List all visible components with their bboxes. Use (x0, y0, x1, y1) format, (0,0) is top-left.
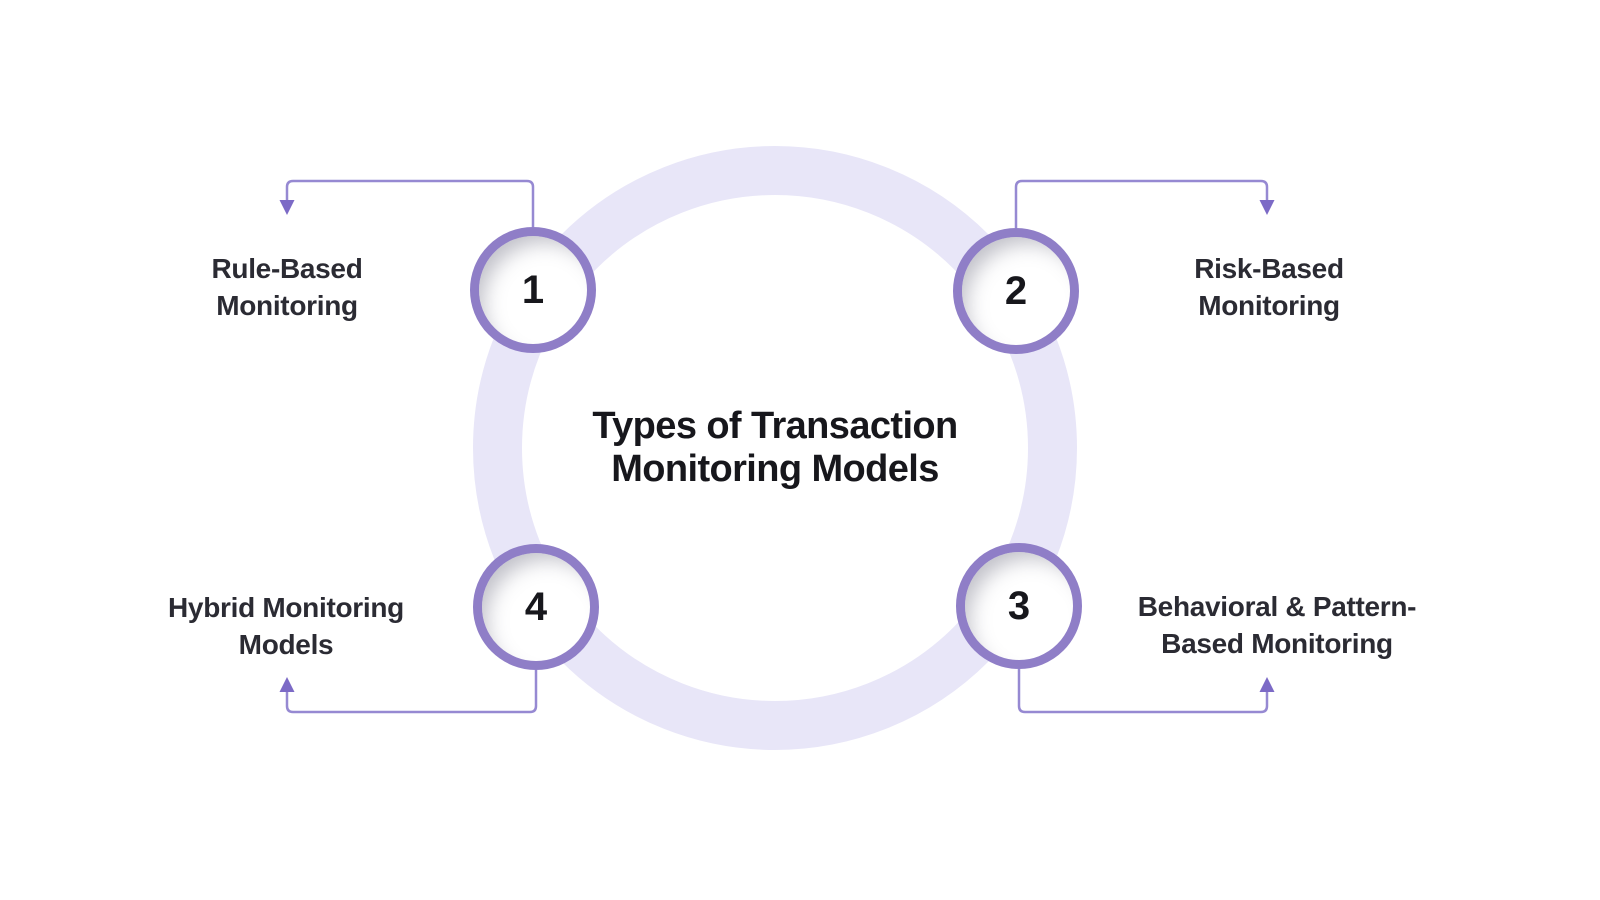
node-number-3: 3 (1007, 583, 1031, 628)
node-circle-3: 3 (956, 543, 1082, 669)
label-hybrid-monitoring-models: Hybrid Monitoring Models (96, 589, 476, 663)
node-number-2: 2 (1004, 268, 1028, 313)
node-number-4: 4 (524, 584, 548, 629)
connector-risk-based (1014, 179, 1275, 228)
connector-behavioral (1017, 669, 1275, 714)
node-circle-2: 2 (953, 228, 1079, 354)
node-number-1: 1 (521, 267, 545, 312)
title-line-2: Monitoring Models (611, 448, 939, 490)
label-line: Based Monitoring (1161, 628, 1393, 659)
diagram-title: Types of Transaction Monitoring Models (515, 405, 1035, 491)
arrow-down-icon (279, 200, 295, 215)
connector-rule-based (279, 179, 535, 227)
node-circle-4: 4 (473, 544, 599, 670)
arrow-up-icon (279, 677, 295, 692)
arrow-up-icon (1259, 677, 1275, 692)
label-line: Models (238, 629, 334, 660)
arrow-down-icon (1259, 200, 1275, 215)
label-line: Rule-Based (211, 253, 363, 284)
label-line: Monitoring (216, 290, 358, 321)
label-line: Monitoring (1198, 290, 1340, 321)
label-rule-based-monitoring: Rule-Based Monitoring (97, 250, 477, 324)
label-line: Hybrid Monitoring (168, 592, 404, 623)
label-behavioral-pattern-monitoring: Behavioral & Pattern- Based Monitoring (1087, 588, 1467, 662)
label-line: Behavioral & Pattern- (1137, 591, 1417, 622)
label-line: Risk-Based (1194, 253, 1344, 284)
title-line-1: Types of Transaction (592, 405, 958, 447)
node-circle-1: 1 (470, 227, 596, 353)
label-risk-based-monitoring: Risk-Based Monitoring (1079, 250, 1459, 324)
connector-hybrid (279, 670, 538, 714)
